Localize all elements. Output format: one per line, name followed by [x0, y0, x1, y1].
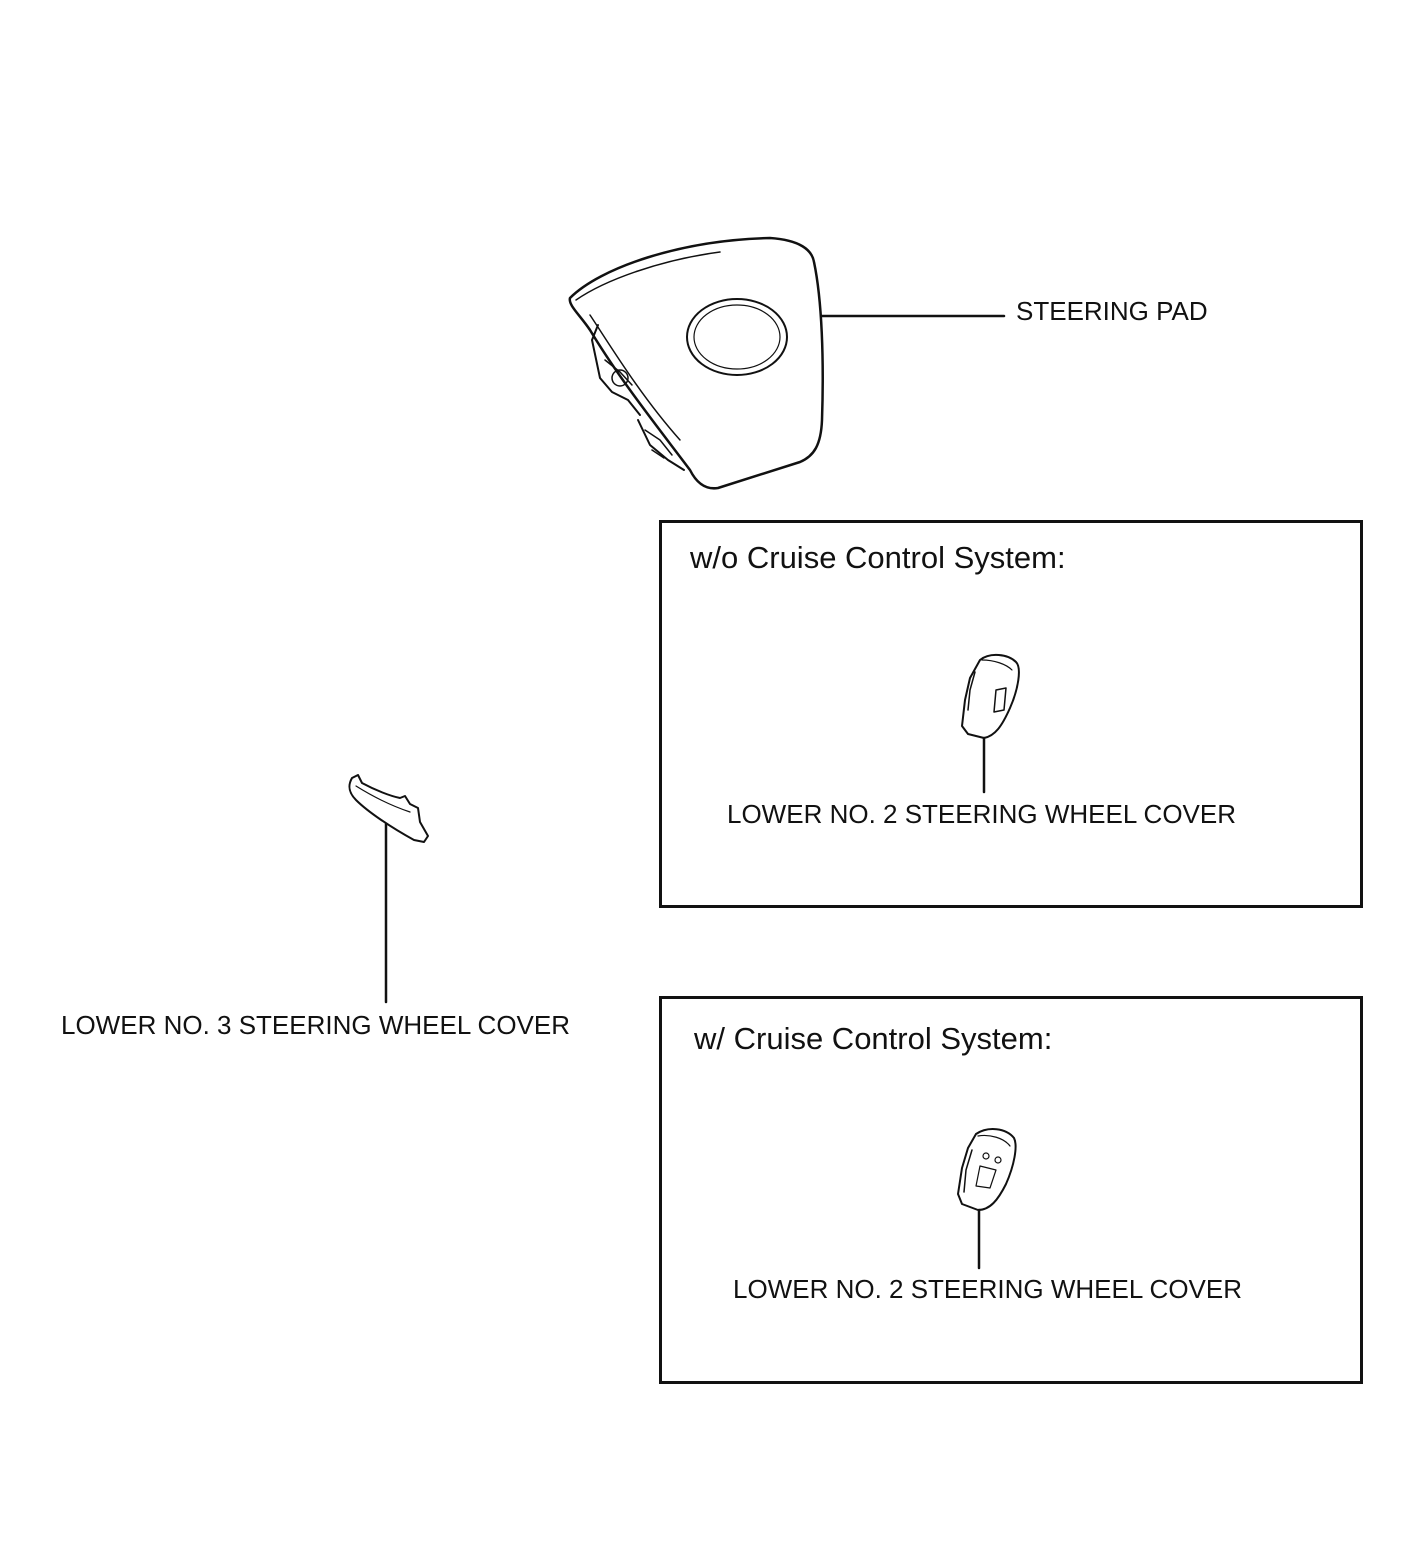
lower-no2-cover-label-wo-cruise: LOWER NO. 2 STEERING WHEEL COVER [727, 799, 1237, 829]
lower-no3-cover-label: LOWER NO. 3 STEERING WHEEL COVER [61, 1010, 571, 1040]
panel-with-cruise-control [659, 996, 1363, 1384]
lower-no3-cover-illustration [348, 774, 429, 843]
lower-no2-cover-label-w-cruise: LOWER NO. 2 STEERING WHEEL COVER [733, 1274, 1243, 1304]
steering-pad-illustration [568, 236, 824, 490]
panel-without-cruise-control [659, 520, 1363, 908]
steering-pad-label: STEERING PAD [1016, 296, 1208, 326]
panel-with-cruise-control-title: w/ Cruise Control System: [694, 1021, 1053, 1056]
panel-without-cruise-control-title: w/o Cruise Control System: [690, 540, 1066, 575]
